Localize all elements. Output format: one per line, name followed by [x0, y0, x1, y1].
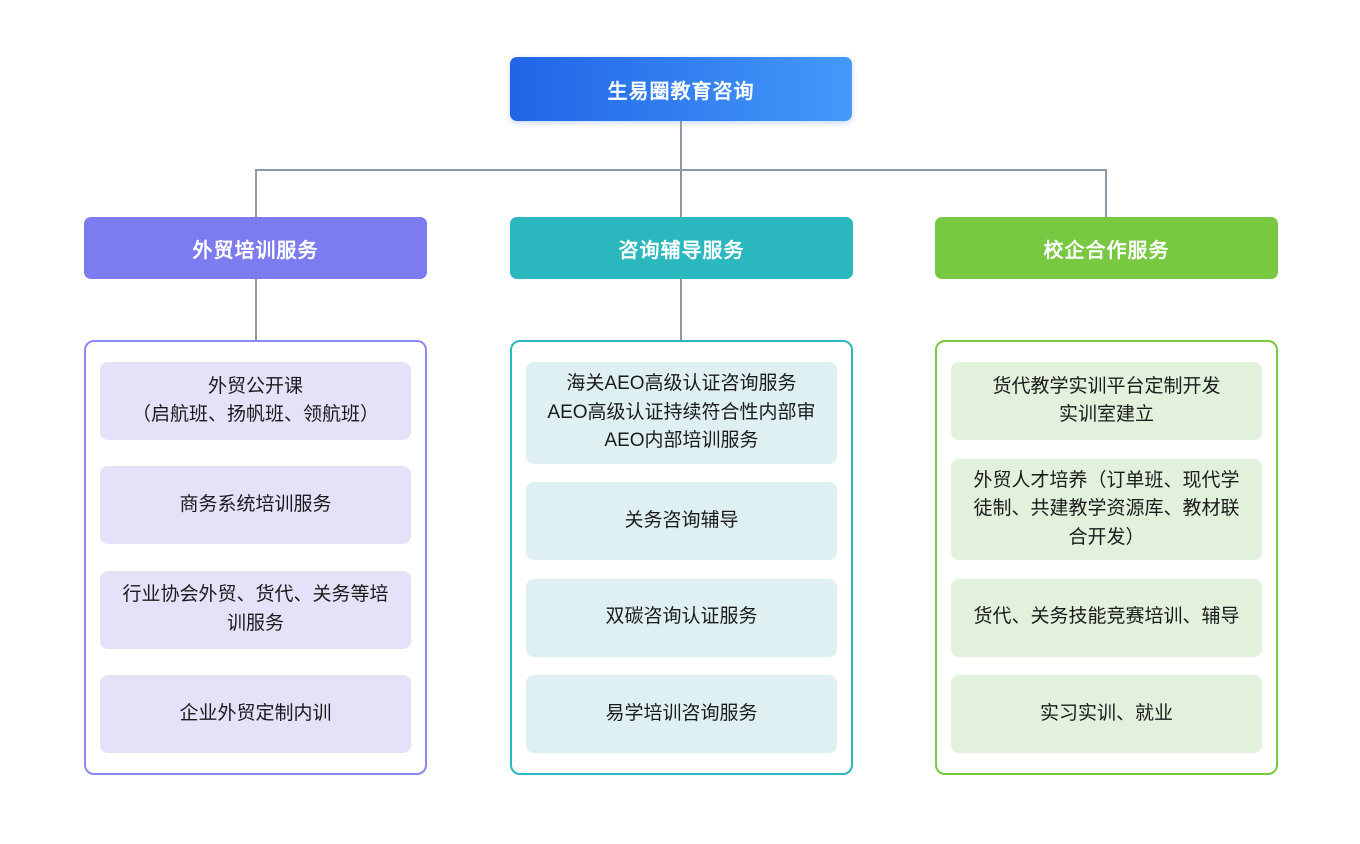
branch-panel: 海关AEO高级认证咨询服务 AEO高级认证持续符合性内部审 AEO内部培训服务 … [510, 340, 853, 775]
root-node: 生易圈教育咨询 [510, 57, 852, 121]
service-item: 双碳咨询认证服务 [526, 578, 837, 657]
connector-drop-branch-2 [680, 169, 682, 217]
branch-panel: 外贸公开课 （启航班、扬帆班、领航班） 商务系统培训服务 行业协会外贸、货代、关… [84, 340, 427, 775]
connector-header-panel-branch-2 [680, 279, 682, 340]
branch-header: 外贸培训服务 [84, 217, 427, 279]
connector-drop-branch-3 [1105, 169, 1107, 217]
service-item: 企业外贸定制内训 [100, 674, 411, 753]
connector-drop-branch-1 [255, 169, 257, 217]
service-item: 易学培训咨询服务 [526, 675, 837, 753]
service-item: 海关AEO高级认证咨询服务 AEO高级认证持续符合性内部审 AEO内部培训服务 [526, 362, 837, 464]
branch-column-school-enterprise: 校企合作服务 货代教学实训平台定制开发 实训室建立 外贸人才培养（订单班、现代学… [935, 217, 1278, 775]
service-item: 外贸人才培养（订单班、现代学徒制、共建教学资源库、教材联合开发） [951, 458, 1262, 560]
service-item: 关务咨询辅导 [526, 482, 837, 560]
connector-root-down [680, 121, 682, 170]
service-item: 实习实训、就业 [951, 675, 1262, 753]
branch-panel: 货代教学实训平台定制开发 实训室建立 外贸人才培养（订单班、现代学徒制、共建教学… [935, 340, 1278, 775]
branch-header: 校企合作服务 [935, 217, 1278, 279]
service-item: 货代、关务技能竞赛培训、辅导 [951, 578, 1262, 657]
branch-column-trade-training: 外贸培训服务 外贸公开课 （启航班、扬帆班、领航班） 商务系统培训服务 行业协会… [84, 217, 427, 775]
service-item: 行业协会外贸、货代、关务等培训服务 [100, 570, 411, 649]
service-item: 货代教学实训平台定制开发 实训室建立 [951, 362, 1262, 440]
branch-column-consulting: 咨询辅导服务 海关AEO高级认证咨询服务 AEO高级认证持续符合性内部审 AEO… [510, 217, 853, 775]
branch-header: 咨询辅导服务 [510, 217, 853, 279]
service-item: 商务系统培训服务 [100, 466, 411, 545]
service-item: 外贸公开课 （启航班、扬帆班、领航班） [100, 362, 411, 440]
connector-header-panel-branch-1 [255, 279, 257, 340]
